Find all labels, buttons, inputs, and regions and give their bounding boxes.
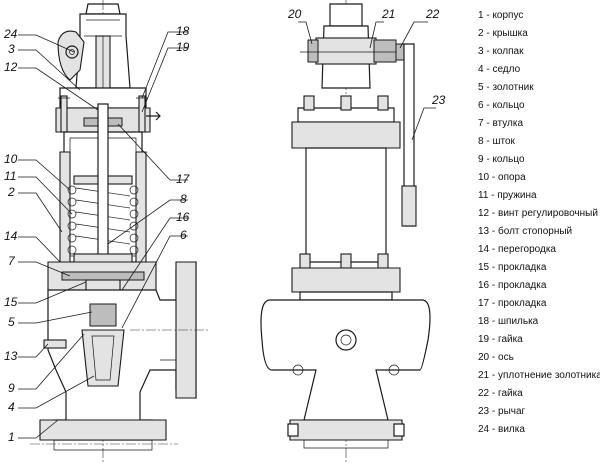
legend-item-8: 8 - шток <box>478 136 516 147</box>
legend-item-23: 23 - рычаг <box>478 406 526 417</box>
legend-item-6: 6 - кольцо <box>478 100 525 111</box>
legend-item-3: 3 - колпак <box>478 46 524 57</box>
callout-8: 8 <box>180 192 187 206</box>
exterior-view <box>260 0 431 462</box>
callout-24: 24 <box>3 27 18 41</box>
legend-item-12: 12 - винт регулировочный <box>478 208 598 219</box>
callout-5: 5 <box>8 315 15 329</box>
callout-3: 3 <box>8 42 15 56</box>
exterior-view-leaders <box>298 21 436 141</box>
legend-item-10: 10 - опора <box>478 172 526 183</box>
legend-item-14: 14 - перегородка <box>478 244 556 255</box>
legend-item-7: 7 - втулка <box>478 118 523 129</box>
callout-numbers: 24 3 12 10 11 2 14 7 15 5 13 9 4 1 18 19… <box>3 7 446 444</box>
callout-14: 14 <box>4 229 18 243</box>
callout-20: 20 <box>287 7 302 21</box>
legend-item-2: 2 - крышка <box>478 28 528 39</box>
legend-item-18: 18 - шпилька <box>478 316 539 327</box>
legend-item-20: 20 - ось <box>478 352 514 363</box>
callout-7: 7 <box>8 254 16 268</box>
callout-17: 17 <box>176 172 191 186</box>
legend-item-9: 9 - кольцо <box>478 154 525 165</box>
callout-12: 12 <box>4 60 18 74</box>
callout-21: 21 <box>381 7 395 21</box>
callout-2: 2 <box>7 185 15 199</box>
callout-11: 11 <box>4 169 16 183</box>
legend-item-21: 21 - уплотнение золотника <box>478 370 600 381</box>
callout-16: 16 <box>176 210 190 224</box>
legend-item-16: 16 - прокладка <box>478 280 547 291</box>
legend-item-17: 17 - прокладка <box>478 298 547 309</box>
callout-13: 13 <box>4 349 18 363</box>
parts-legend: 1 - корпус 2 - крышка 3 - колпак 4 - сед… <box>478 10 600 435</box>
callout-19: 19 <box>176 40 190 54</box>
section-view <box>30 0 210 462</box>
legend-item-13: 13 - болт стопорный <box>478 225 572 237</box>
legend-item-1: 1 - корпус <box>478 10 523 21</box>
callout-22: 22 <box>425 7 440 21</box>
section-view-leaders-right <box>107 31 188 329</box>
callout-18: 18 <box>176 24 190 38</box>
callout-4: 4 <box>8 400 15 414</box>
callout-6: 6 <box>180 228 187 242</box>
legend-item-15: 15 - прокладка <box>478 262 547 273</box>
legend-item-22: 22 - гайка <box>478 388 523 399</box>
callout-10: 10 <box>4 152 18 166</box>
callout-15: 15 <box>4 295 18 309</box>
legend-item-24: 24 - вилка <box>478 424 525 435</box>
legend-item-11: 11 - пружина <box>478 190 537 201</box>
callout-1: 1 <box>8 430 15 444</box>
section-view-leaders <box>18 34 99 439</box>
legend-item-19: 19 - гайка <box>478 334 523 345</box>
callout-9: 9 <box>8 381 15 395</box>
callout-23: 23 <box>431 93 446 107</box>
legend-item-4: 4 - седло <box>478 64 521 75</box>
legend-item-5: 5 - золотник <box>478 82 534 93</box>
